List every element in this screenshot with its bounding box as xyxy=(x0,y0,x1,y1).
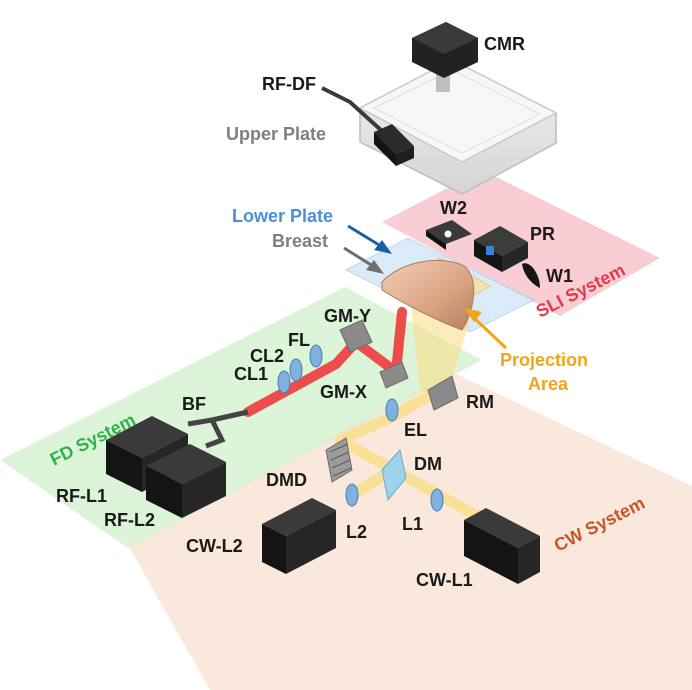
gm-y-mirror xyxy=(339,319,373,353)
rm-label: RM xyxy=(466,392,494,412)
dmd-label: DMD xyxy=(266,470,307,490)
l1-lens xyxy=(430,488,444,512)
projection-area-arrow xyxy=(464,308,508,350)
cw-l2-label: CW-L2 xyxy=(186,536,243,556)
rf-l1-label: RF-L1 xyxy=(56,486,107,506)
w2-window xyxy=(426,220,472,250)
w2-label: W2 xyxy=(440,198,467,218)
el-label: EL xyxy=(404,420,427,440)
rf-df-detector xyxy=(374,124,414,166)
cw-system-zone xyxy=(128,372,692,690)
cw-l1-label: CW-L1 xyxy=(416,570,473,590)
upper-plate-label: Upper Plate xyxy=(226,124,326,144)
cl1-lens xyxy=(277,370,291,394)
el-lens xyxy=(385,398,399,422)
w1-label: W1 xyxy=(546,266,573,286)
cw-l2-laser xyxy=(262,498,336,574)
rf-l2-label: RF-L2 xyxy=(104,510,155,530)
dm-label: DM xyxy=(414,454,442,474)
cmr-label: CMR xyxy=(484,34,525,54)
cl1-label: CL1 xyxy=(234,364,268,384)
cw-l1-laser xyxy=(464,508,540,584)
breast-arrow xyxy=(343,246,384,274)
l2-lens xyxy=(345,483,359,507)
gm-x-mirror xyxy=(379,361,409,389)
breast-label: Breast xyxy=(272,231,328,251)
cl2-label: CL2 xyxy=(250,346,284,366)
projection-label: Projection xyxy=(500,350,588,370)
l2-label: L2 xyxy=(346,522,367,542)
rm-mirror xyxy=(427,375,459,411)
l1-label: L1 xyxy=(402,514,423,534)
gm-x-label: GM-X xyxy=(320,382,367,402)
fd-lenses xyxy=(277,344,323,394)
dmd-device xyxy=(325,437,353,483)
breast-model xyxy=(381,259,475,331)
bf-label: BF xyxy=(182,394,206,414)
pr-projector xyxy=(474,226,528,272)
rf-df-label: RF-DF xyxy=(262,74,316,94)
area-label: Area xyxy=(528,374,569,394)
dmd-grating xyxy=(329,443,352,477)
w1-window xyxy=(522,263,540,288)
cmr-camera xyxy=(412,22,478,92)
fl-lens xyxy=(309,344,323,368)
gm-y-label: GM-Y xyxy=(324,306,371,326)
fl-label: FL xyxy=(288,330,310,350)
pr-label: PR xyxy=(530,224,555,244)
rf-l2-laser xyxy=(146,444,226,518)
cl2-lens xyxy=(289,358,303,382)
lower-plate-label: Lower Plate xyxy=(232,206,333,226)
dm-mirror xyxy=(381,448,407,502)
lower-plate-arrow xyxy=(347,224,392,254)
bf-fiber-bundle xyxy=(187,409,249,449)
